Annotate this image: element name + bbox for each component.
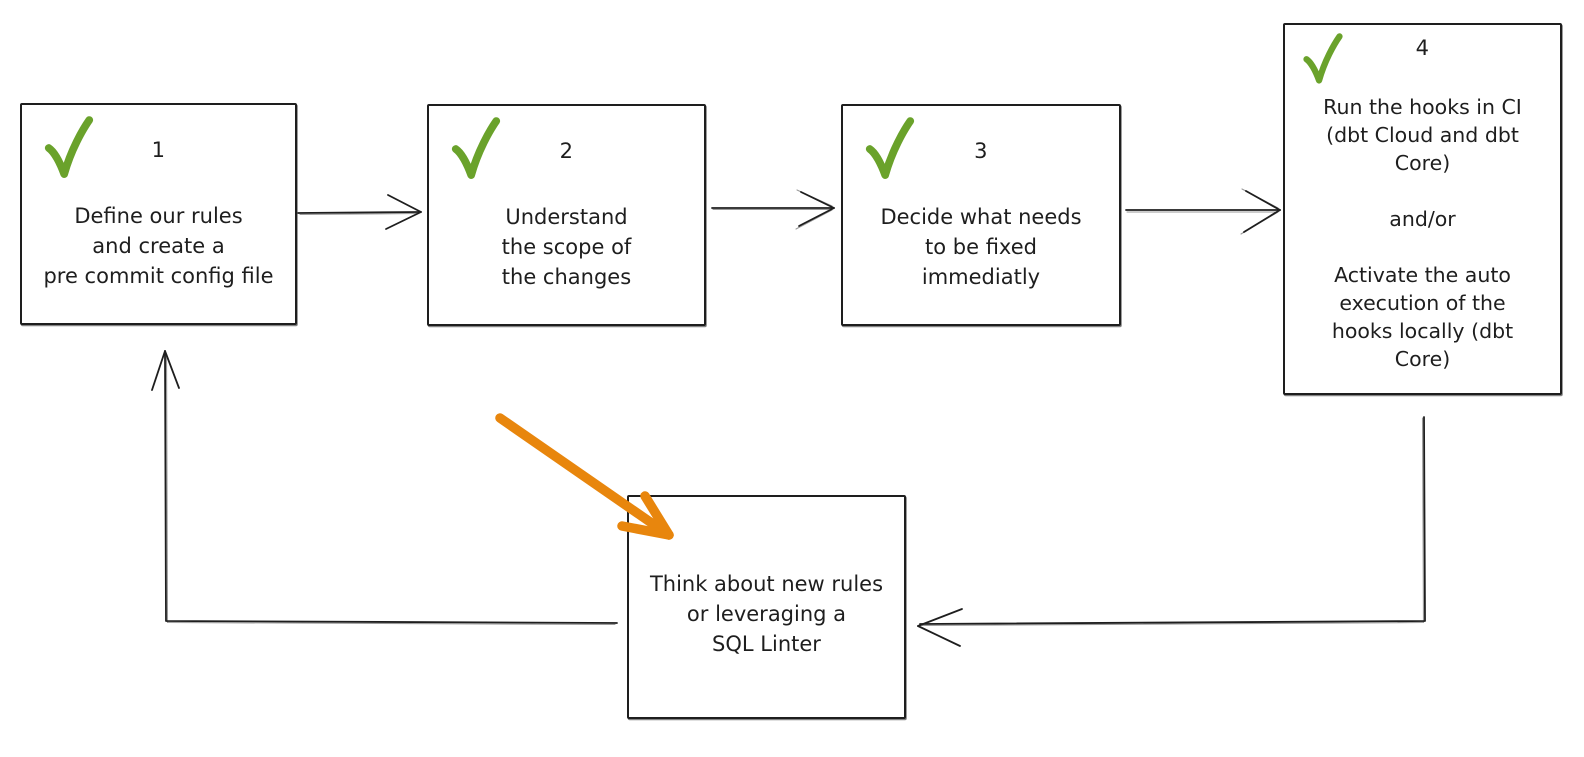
step-box-1: 1 Define our rules and create a pre comm… — [20, 103, 297, 325]
step-number: 4 — [1415, 36, 1430, 60]
step-box-4: 4 Run the hooks in CI (dbt Cloud and dbt… — [1283, 23, 1562, 395]
green-checkmark-icon — [451, 117, 501, 179]
arrow-step3-to-step4 — [1125, 188, 1281, 235]
step-box-2: 2 Understand the scope of the changes — [427, 104, 706, 326]
step-box-3: 3 Decide what needs to be fixed immediat… — [841, 104, 1121, 326]
step-number: 3 — [974, 139, 988, 163]
arrow-loop-box-to-step1 — [151, 350, 618, 626]
loop-box-text: Think about new rules or leveraging a SQ… — [649, 572, 884, 656]
arrow-step2-to-step3 — [711, 189, 835, 230]
green-checkmark-icon — [44, 116, 94, 178]
step-number: 1 — [151, 138, 166, 162]
green-checkmark-icon — [1303, 33, 1343, 84]
step-text: Run the hooks in CI (dbt Cloud and dbt C… — [1323, 95, 1522, 371]
step-text: Define our rules and create a pre commit… — [43, 204, 274, 288]
green-checkmark-icon — [865, 117, 915, 179]
arrow-step4-to-loop-box — [917, 416, 1426, 647]
step-text: Decide what needs to be fixed immediatly — [880, 205, 1082, 289]
step-number: 2 — [559, 139, 574, 163]
loop-box: Think about new rules or leveraging a SQ… — [627, 495, 906, 719]
step-text: Understand the scope of the changes — [501, 205, 632, 289]
arrow-step1-to-step2 — [297, 194, 422, 230]
